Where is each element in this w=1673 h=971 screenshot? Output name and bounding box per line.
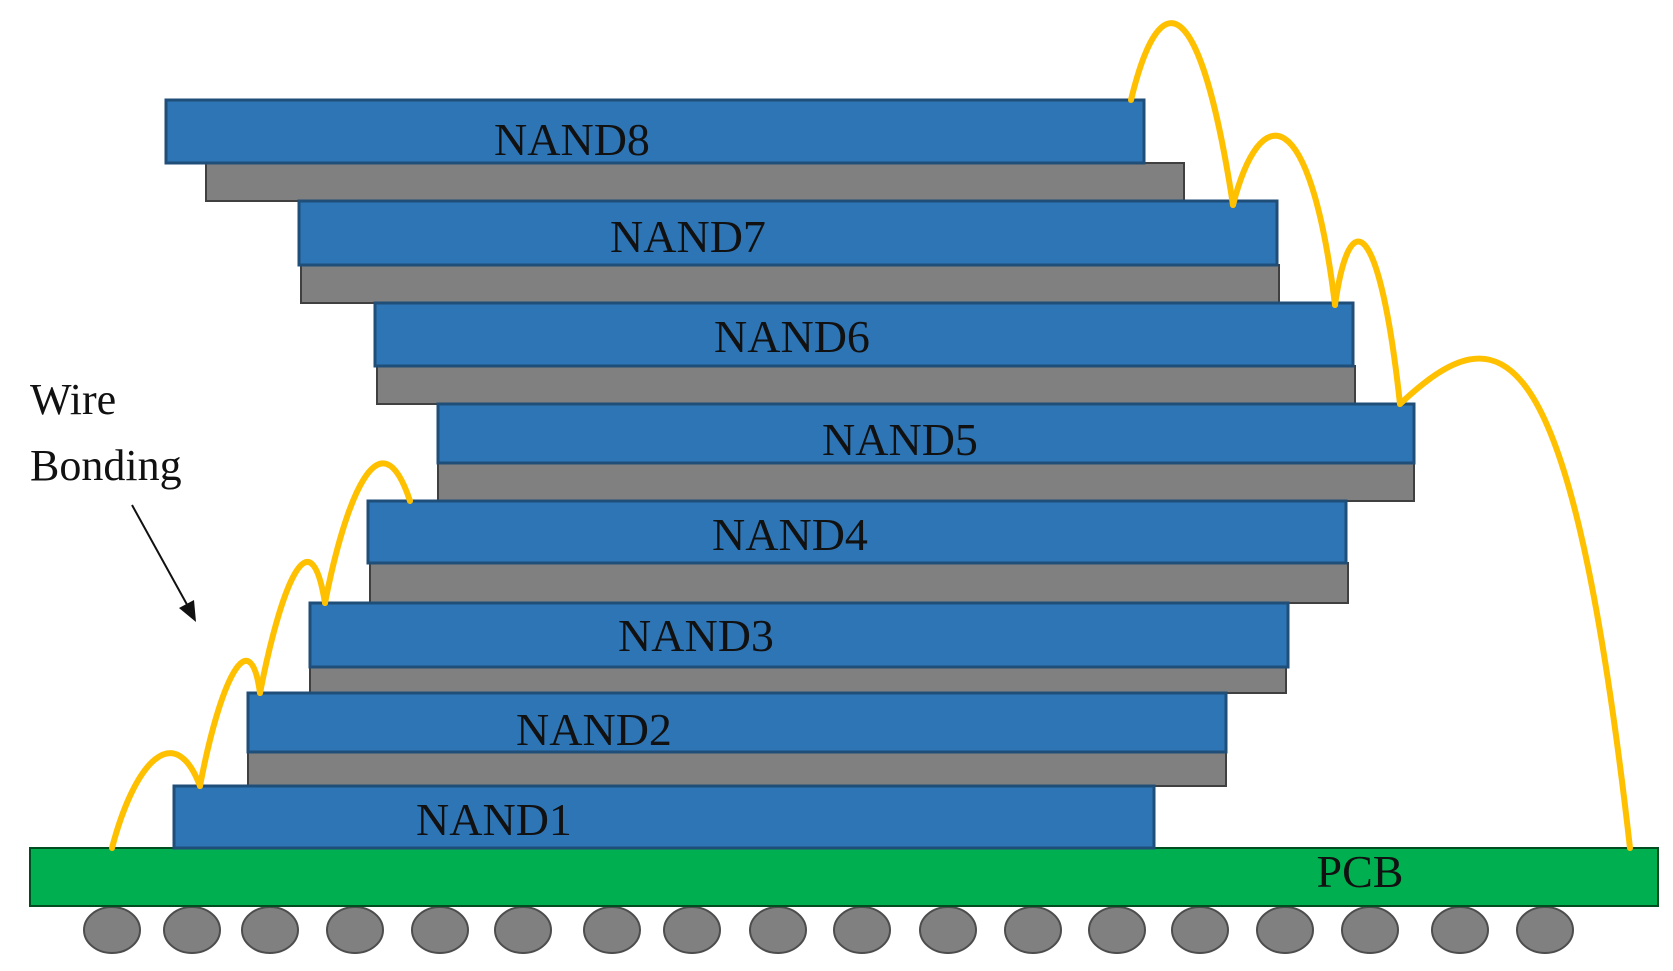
nand-die-1 <box>172 784 1156 850</box>
wire-bond-nand1-nand2 <box>197 657 263 789</box>
nand-die-2-label: NAND2 <box>516 704 672 755</box>
spacer-7-8 <box>205 162 1185 202</box>
nand-die-8-label: NAND8 <box>494 114 650 165</box>
solder-ball-13 <box>1088 906 1146 954</box>
nand-die-8 <box>164 98 1146 165</box>
pcb-label: PCB <box>1317 846 1404 897</box>
solder-ball-9 <box>749 906 807 954</box>
solder-ball-17 <box>1431 906 1489 954</box>
solder-ball-14 <box>1171 906 1229 954</box>
wire-bond-nand7-nand6 <box>1230 132 1338 308</box>
wire-bond-nand2-nand3 <box>257 559 328 696</box>
nand-die-7-label: NAND7 <box>610 211 766 262</box>
spacer-5-6 <box>376 365 1356 405</box>
nand-die-5-label: NAND5 <box>822 414 978 465</box>
wire-bond-pcb-nand1 <box>109 750 203 851</box>
solder-ball-6 <box>494 906 552 954</box>
solder-ball-18 <box>1516 906 1574 954</box>
solder-ball-1 <box>83 906 141 954</box>
solder-ball-7 <box>583 906 641 954</box>
nand-die-2 <box>246 691 1228 754</box>
solder-balls <box>83 906 1574 954</box>
spacer-6-7 <box>300 264 1280 304</box>
nand-die-3 <box>308 601 1290 669</box>
wire-bond-nand5-pcb <box>1397 355 1633 851</box>
annotation-arrowhead <box>179 600 196 622</box>
solder-ball-3 <box>241 906 299 954</box>
nand-die-1-label: NAND1 <box>416 794 572 845</box>
solder-ball-12 <box>1004 906 1062 954</box>
wire-bond-nand3-nand4 <box>322 460 413 606</box>
solder-ball-5 <box>411 906 469 954</box>
wire-bond-nand6-nand5 <box>1332 238 1403 407</box>
nand-die-6 <box>373 301 1355 368</box>
annotation-line2: Bonding <box>30 441 182 490</box>
solder-ball-8 <box>663 906 721 954</box>
spacer-4-5 <box>437 462 1415 502</box>
pcb-board <box>29 847 1659 907</box>
nand-die-4-label: NAND4 <box>712 509 868 560</box>
nand-die-5 <box>436 402 1416 465</box>
solder-ball-2 <box>163 906 221 954</box>
nand-die-6-label: NAND6 <box>714 311 870 362</box>
spacer-2-3 <box>309 666 1287 694</box>
solder-ball-15 <box>1256 906 1314 954</box>
solder-ball-4 <box>326 906 384 954</box>
nand-die-4 <box>366 499 1348 565</box>
spacer-1-2 <box>247 751 1227 787</box>
wire-bond-nand8-nand7 <box>1128 20 1236 208</box>
solder-ball-16 <box>1341 906 1399 954</box>
nand-die-7 <box>297 199 1279 267</box>
solder-ball-10 <box>833 906 891 954</box>
spacer-3-4 <box>369 562 1349 604</box>
annotation-arrow <box>131 504 191 611</box>
solder-ball-11 <box>919 906 977 954</box>
nand-die-3-label: NAND3 <box>618 610 774 661</box>
annotation-line1: Wire <box>30 375 116 424</box>
